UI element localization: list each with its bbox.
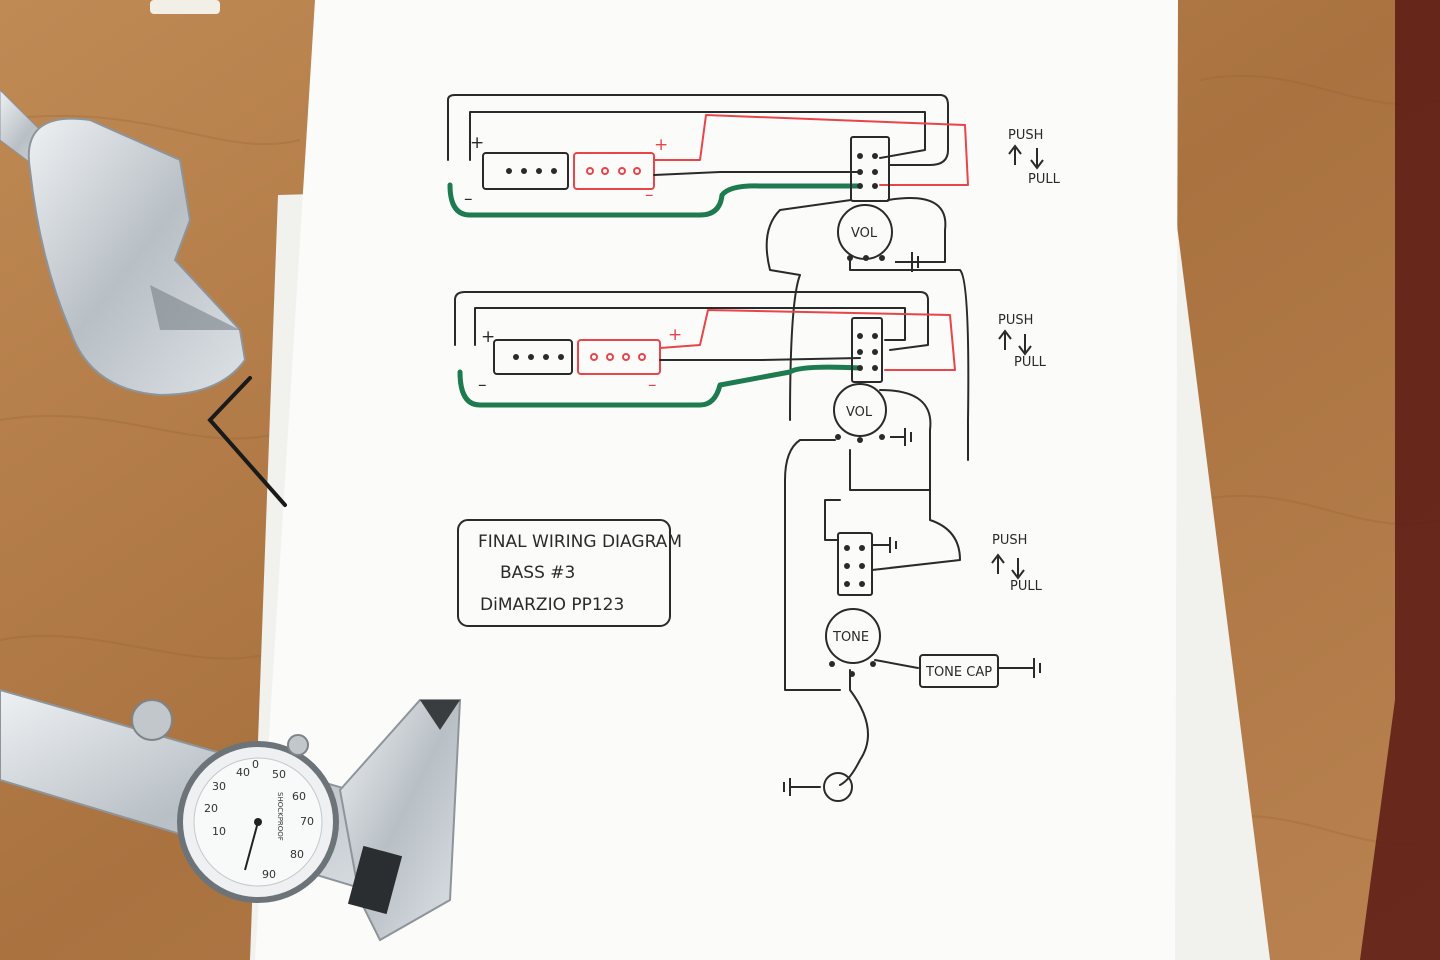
switch-3 [837, 532, 873, 596]
switch-3-pull: PULL [1010, 579, 1043, 594]
tone-label: TONE [832, 630, 869, 645]
wiring-diagram [447, 94, 1031, 802]
caliper-dial-numbers: 0 10 20 30 40 50 60 70 80 90 SHOCKPROOF [204, 758, 314, 881]
push-pull-arrows [991, 144, 1044, 580]
caliper-brand: SHOCKPROOF [276, 792, 284, 841]
pickup-coil-1a [482, 152, 569, 190]
switch-2-push: PUSH [998, 313, 1033, 328]
dial-number-90: 90 [262, 868, 276, 881]
dial-number-60: 60 [292, 790, 306, 803]
title-line-3: DiMARZIO PP123 [480, 595, 624, 615]
dial-number-20: 20 [204, 802, 218, 815]
red-solder-points [586, 167, 646, 361]
minus-mark-2: – [645, 185, 654, 205]
minus-mark-3: – [478, 375, 487, 395]
plus-mark-3: + [481, 327, 495, 347]
tone-pot [825, 608, 881, 664]
pickup-coil-2b [577, 339, 661, 375]
minus-mark-1: – [464, 189, 473, 209]
solder-points [506, 153, 885, 677]
minus-mark-4: – [648, 375, 657, 395]
pickup-coil-1b [573, 152, 655, 190]
dial-number-80: 80 [290, 848, 304, 861]
dial-caliper [0, 688, 462, 942]
switch-1 [850, 136, 890, 202]
plus-mark-2: + [654, 135, 668, 155]
title-line-1: FINAL WIRING DIAGRAM [478, 532, 682, 552]
switch-1-push: PUSH [1008, 128, 1043, 143]
tone-cap [919, 654, 999, 688]
plus-mark-4: + [668, 325, 682, 345]
dial-number-70: 70 [300, 815, 314, 828]
switch-2-pull: PULL [1014, 355, 1047, 370]
switch-2 [851, 317, 883, 383]
vol-label-1: VOL [851, 226, 878, 241]
title-line-2: BASS #3 [500, 563, 575, 583]
tone-cap-label: TONE CAP [925, 665, 992, 680]
title-box [457, 519, 671, 627]
switch-1-pull: PULL [1028, 172, 1061, 187]
dial-number-40: 40 [236, 766, 250, 779]
output-jack [823, 772, 853, 802]
dial-number-50: 50 [272, 768, 286, 781]
adjustable-wrench [0, 89, 247, 397]
pickup-coil-2a [493, 339, 573, 375]
plus-mark-1: + [470, 133, 484, 153]
paper-front-sheet [255, 0, 1178, 960]
switch-3-push: PUSH [992, 533, 1027, 548]
dial-number-0: 0 [252, 758, 259, 771]
dial-number-30: 30 [212, 780, 226, 793]
tube-cap [150, 0, 220, 14]
hex-key [207, 376, 287, 507]
dial-number-10: 10 [212, 825, 226, 838]
rug-edge [1360, 0, 1440, 960]
vol-label-2: VOL [846, 405, 873, 420]
vol-pot-2 [833, 383, 887, 437]
ground-symbols [783, 252, 1041, 796]
